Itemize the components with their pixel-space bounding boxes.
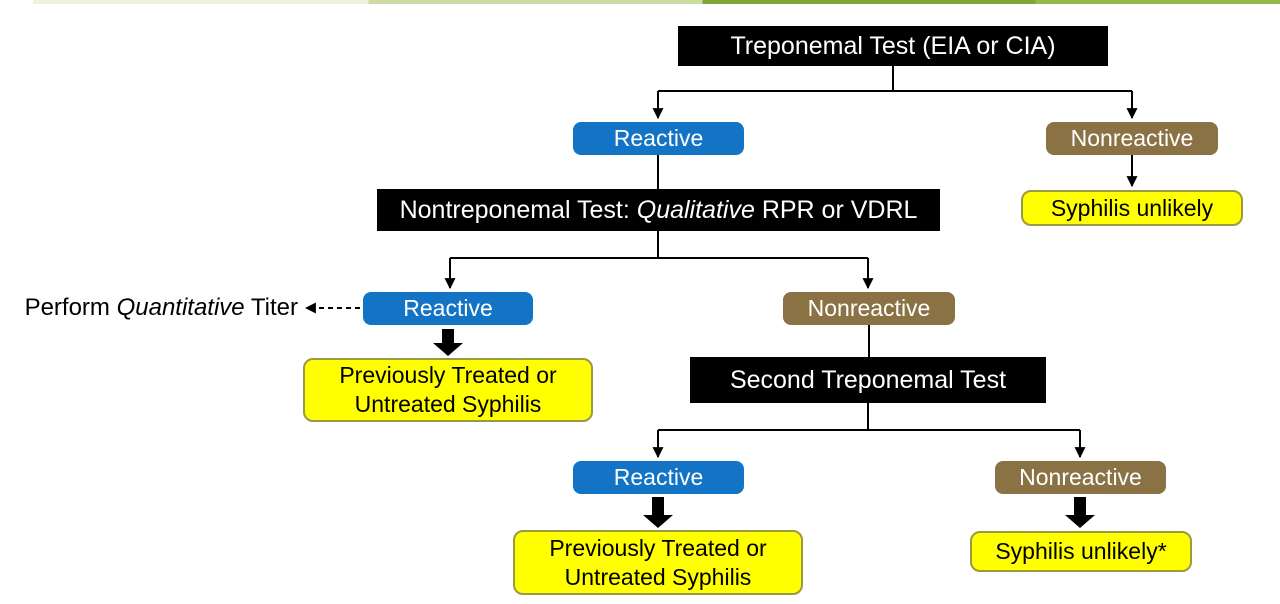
node-l1-nonreactive: Nonreactive: [1046, 122, 1218, 155]
top-accent-bar: [33, 0, 1280, 4]
node-syphilis-unlikely-second: Syphilis unlikely*: [970, 531, 1192, 572]
note-perform-quantitative-titer: Perform Quantitative Titer: [24, 294, 298, 322]
node-l3-reactive-label: Reactive: [613, 464, 704, 490]
node-second-treponemal-test: Second Treponemal Test: [690, 357, 1046, 403]
block-arrow-l3-nonreactive: [1065, 497, 1095, 528]
node-nontreponemal-test-label: Nontreponemal Test: Qualitative RPR or V…: [400, 196, 918, 225]
block-arrow-l2-reactive: [433, 329, 463, 356]
node-l1-nonreactive-label: Nonreactive: [1070, 125, 1194, 151]
node-prev-treated-first-label: Previously Treated or Untreated Syphilis: [339, 361, 556, 419]
node-l2-reactive: Reactive: [363, 292, 533, 325]
node-prev-treated-second: Previously Treated or Untreated Syphilis: [513, 530, 803, 595]
prev-treated-second-line1: Previously Treated or: [549, 534, 767, 561]
note-text: Perform Quantitative Titer: [25, 294, 298, 322]
note-text-italic: Quantitative: [116, 294, 245, 321]
node-prev-treated-first: Previously Treated or Untreated Syphilis: [303, 358, 593, 422]
prev-treated-first-line2: Untreated Syphilis: [354, 391, 542, 417]
prev-treated-first-line1: Previously Treated or: [339, 362, 557, 388]
node-l3-nonreactive-label: Nonreactive: [1019, 464, 1142, 490]
node-treponemal-test: Treponemal Test (EIA or CIA): [678, 26, 1108, 66]
block-arrow-l3-reactive: [643, 497, 673, 528]
node-l3-nonreactive: Nonreactive: [995, 461, 1166, 494]
nontreponemal-label-suffix: RPR or VDRL: [754, 195, 918, 224]
node-l1-reactive: Reactive: [573, 122, 744, 155]
node-syphilis-unlikely-second-label: Syphilis unlikely*: [995, 538, 1167, 564]
node-l2-nonreactive: Nonreactive: [783, 292, 955, 325]
node-l2-reactive-label: Reactive: [403, 295, 493, 321]
note-text-suffix: Titer: [244, 294, 298, 321]
node-prev-treated-second-label: Previously Treated or Untreated Syphilis: [549, 534, 766, 592]
nontreponemal-label-italic: Qualitative: [636, 195, 755, 224]
node-second-treponemal-test-label: Second Treponemal Test: [729, 365, 1007, 394]
node-nontreponemal-test: Nontreponemal Test: Qualitative RPR or V…: [377, 189, 940, 231]
node-syphilis-unlikely-first: Syphilis unlikely: [1021, 190, 1243, 226]
node-l2-nonreactive-label: Nonreactive: [807, 295, 931, 321]
node-treponemal-test-label: Treponemal Test (EIA or CIA): [730, 31, 1056, 60]
node-syphilis-unlikely-first-label: Syphilis unlikely: [1050, 194, 1214, 221]
prev-treated-second-line2: Untreated Syphilis: [564, 563, 752, 590]
node-l3-reactive: Reactive: [573, 461, 744, 494]
node-l1-reactive-label: Reactive: [613, 125, 704, 151]
nontreponemal-label-prefix: Nontreponemal Test:: [399, 195, 637, 224]
note-text-prefix: Perform: [24, 294, 117, 321]
